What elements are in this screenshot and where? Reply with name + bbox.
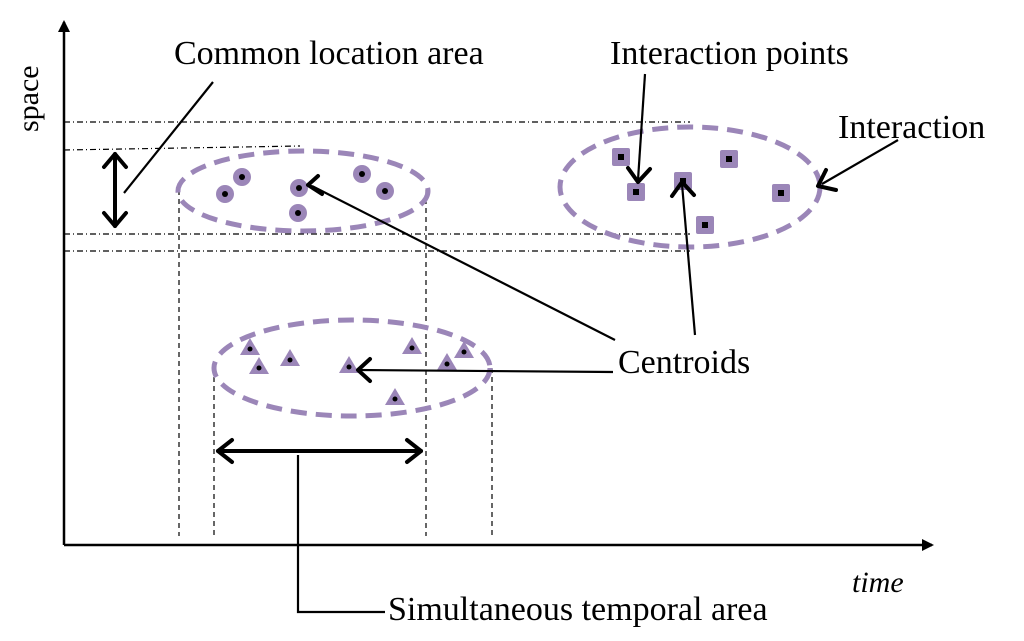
triangle-point <box>402 337 422 354</box>
circle-point <box>216 185 234 203</box>
triangle-point <box>280 349 300 366</box>
triangle-points <box>240 337 474 405</box>
interaction-points-label: Interaction points <box>610 35 849 72</box>
interaction-label: Interaction <box>838 109 985 146</box>
circle-point <box>289 204 307 222</box>
common-location-pointer <box>123 81 214 194</box>
circle-point <box>233 168 251 186</box>
interaction-points-arrow <box>626 73 652 184</box>
simultaneous-temporal-label: Simultaneous temporal area <box>388 591 768 628</box>
square-point <box>772 184 790 202</box>
simultaneous-temporal-pointer <box>296 455 385 614</box>
centroid-arrow-circle <box>306 174 616 341</box>
circle-cluster-ellipse <box>175 148 431 234</box>
centroids-label: Centroids <box>618 344 750 381</box>
square-point <box>720 150 738 168</box>
circle-point <box>376 182 394 200</box>
square-point <box>612 148 630 166</box>
x-axis-label: time <box>852 566 904 599</box>
circle-points <box>216 165 394 222</box>
triangle-point <box>454 341 474 358</box>
circle-point <box>353 165 371 183</box>
square-point <box>627 183 645 201</box>
common-location-double-arrow <box>102 152 128 228</box>
centroid-arrow-square <box>670 180 697 336</box>
y-axis-label: space <box>12 65 45 132</box>
centroid-arrow-triangle <box>356 357 614 383</box>
triangle-cluster-ellipse <box>211 317 493 419</box>
square-point <box>696 216 714 234</box>
space-guide-top-inner <box>63 145 301 151</box>
triangle-point <box>385 388 405 405</box>
circle-point <box>290 179 308 197</box>
triangle-point <box>249 357 269 374</box>
triangle-point <box>437 353 457 370</box>
simultaneous-temporal-double-arrow <box>216 438 423 464</box>
triangle-point <box>339 356 359 373</box>
triangle-point <box>240 338 260 355</box>
interaction-arrow <box>816 139 899 192</box>
common-location-label: Common location area <box>174 35 484 72</box>
